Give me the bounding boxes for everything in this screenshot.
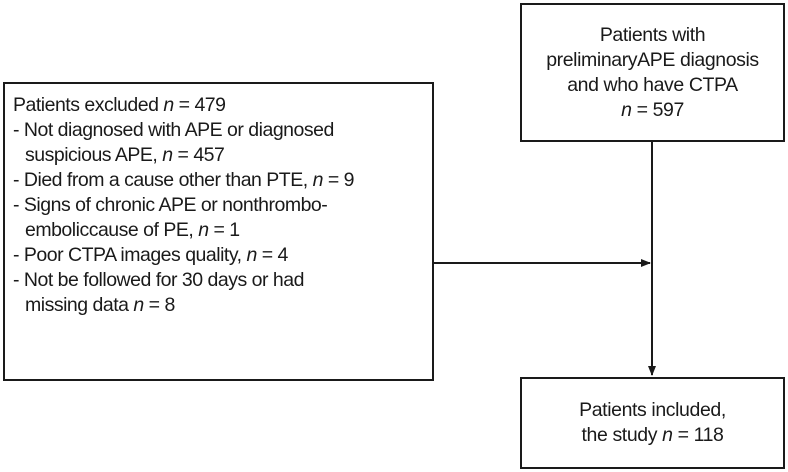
exclusion-item-5-value: = 8	[143, 294, 176, 316]
excluded-title-text: Patients excluded	[13, 94, 164, 116]
n-symbol: n	[198, 219, 209, 241]
exclusion-item-1-line-1: - Not diagnosed with APE or diagnosed	[13, 119, 334, 141]
excluded-title-value: = 479	[173, 94, 226, 116]
n-symbol: n	[662, 424, 673, 446]
n-symbol: n	[133, 294, 144, 316]
included-count-value: = 118	[672, 424, 724, 446]
excluded-patients-box: Patients excluded n = 479 - Not diagnose…	[3, 82, 434, 381]
exclusion-item-2-value: = 9	[322, 169, 355, 191]
exclusion-item-4: - Poor CTPA images quality, n = 4	[13, 243, 432, 268]
included-patients-box: Patients included, the study n = 118	[520, 377, 785, 469]
initial-line-3: and who have CTPA	[567, 73, 738, 96]
initial-line-2: preliminaryAPE diagnosis	[546, 48, 759, 71]
included-line-2: the study n = 118	[582, 423, 724, 448]
excluded-title: Patients excluded n = 479	[13, 93, 432, 118]
n-symbol: n	[621, 98, 632, 121]
exclusion-item-3-text: emboliccause of PE,	[25, 219, 199, 241]
initial-patients-box: Patients with preliminaryAPE diagnosis a…	[520, 3, 785, 142]
initial-count: n = 597	[621, 98, 684, 123]
exclusion-item-2-text: - Died from a cause other than PTE,	[13, 169, 313, 191]
initial-count-value: = 597	[631, 98, 685, 121]
n-symbol: n	[163, 94, 174, 116]
exclusion-item-3-value: = 1	[208, 219, 240, 241]
exclusion-item-2: - Died from a cause other than PTE, n = …	[13, 168, 432, 193]
exclusion-item-5-text: missing data	[25, 294, 134, 316]
exclusion-item-1-text: suspicious APE,	[25, 144, 163, 166]
exclusion-item-1-value: = 457	[172, 144, 225, 166]
exclusion-item-3-line-1: - Signs of chronic APE or nonthrombo-	[13, 194, 328, 216]
included-line-1: Patients included,	[579, 399, 726, 421]
n-symbol: n	[162, 144, 173, 166]
n-symbol: n	[312, 169, 324, 191]
exclusion-item-4-text: - Poor CTPA images quality,	[13, 244, 247, 266]
exclusion-item-3-line-2: emboliccause of PE, n = 1	[13, 218, 432, 243]
exclusion-item-5-line-1: - Not be followed for 30 days or had	[13, 269, 304, 291]
included-line-2-text: the study	[581, 424, 663, 446]
initial-line-1: Patients with	[599, 23, 706, 46]
exclusion-item-4-value: = 4	[256, 244, 289, 266]
exclusion-item-1-line-2: suspicious APE, n = 457	[13, 143, 432, 168]
n-symbol: n	[246, 244, 257, 266]
exclusion-item-5-line-2: missing data n = 8	[13, 293, 432, 318]
